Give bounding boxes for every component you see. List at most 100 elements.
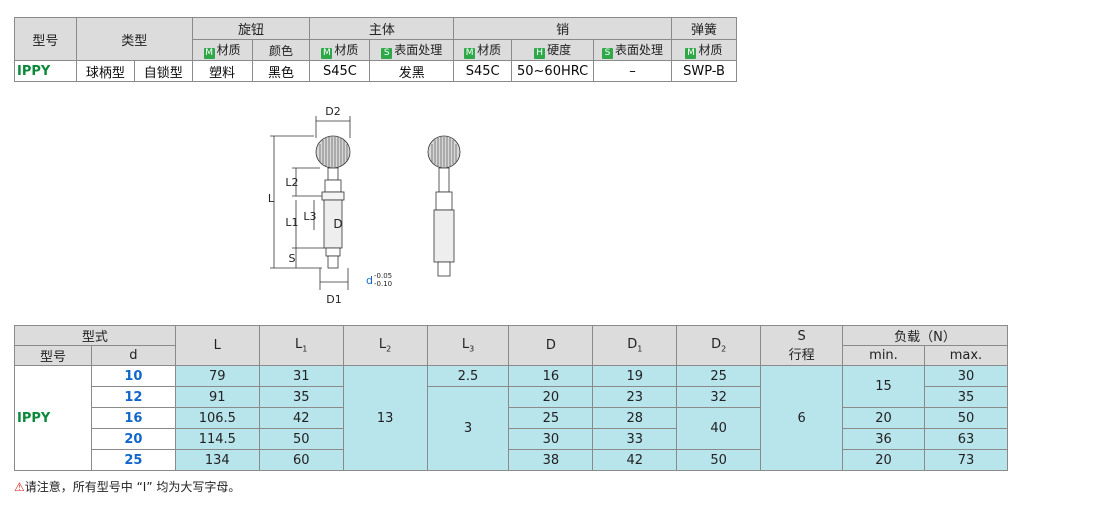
- type-cell: 自锁型: [133, 60, 193, 82]
- max-cell: 35: [923, 386, 1009, 408]
- D-cell: 20: [508, 386, 594, 408]
- D1-cell: 23: [592, 386, 678, 408]
- max-cell: 30: [923, 365, 1009, 387]
- D-cell: 16: [508, 365, 594, 387]
- material-tag-icon: M: [321, 48, 333, 59]
- tolerance-upper: -0.05: [374, 272, 392, 280]
- header-max: max.: [923, 345, 1009, 366]
- D-cell: 30: [508, 428, 594, 450]
- table-row: IPPY 球柄型 自锁型 塑料 黑色 S45C 发黑 S45C 50~60HRC…: [14, 60, 737, 82]
- pin-material-cell: S45C: [453, 60, 513, 82]
- D2-cell: 50: [676, 449, 762, 471]
- tolerance-lower: -0.10: [374, 280, 392, 288]
- pin-hardness-cell: 50~60HRC: [511, 60, 595, 82]
- knob-material-cell: 塑料: [191, 60, 253, 82]
- L-cell: 134: [174, 449, 260, 471]
- d-cell: 10: [90, 365, 176, 387]
- warning-icon: ⚠: [14, 480, 25, 494]
- header-D2: D2: [676, 325, 762, 366]
- header-L1: L1: [258, 325, 344, 366]
- header-body: 主体: [309, 17, 455, 40]
- max-cell: 50: [923, 407, 1009, 429]
- header-min: min.: [842, 345, 925, 366]
- surface-tag-icon: S: [381, 48, 393, 59]
- knob-ball: [315, 135, 351, 169]
- header-L3: L3: [426, 325, 510, 366]
- technical-drawing: D2 L L2 L1 L3 D S d -0.05 -0.10 D1: [268, 105, 461, 306]
- model-code: IPPY: [14, 60, 77, 82]
- D1-cell: 33: [592, 428, 678, 450]
- header-L2: L2: [342, 325, 428, 366]
- header-pin: 销: [453, 17, 672, 40]
- D1-cell: 28: [592, 407, 678, 429]
- L1-cell: 50: [258, 428, 344, 450]
- d-cell: 16: [90, 407, 176, 429]
- table-row: 12 91 35 3 20 23 32 35: [15, 386, 1009, 471]
- L-cell: 91: [174, 386, 260, 408]
- S-cell: 6: [760, 365, 844, 471]
- label-S: S: [289, 252, 296, 265]
- header-d: d: [90, 345, 176, 366]
- label-d: d: [366, 274, 373, 287]
- L1-cell: 35: [258, 386, 344, 408]
- L-cell: 106.5: [174, 407, 260, 429]
- hardness-tag-icon: H: [534, 48, 546, 59]
- header-type: 类型: [75, 17, 193, 61]
- min-cell: 20: [842, 449, 925, 471]
- table-row: 20 114.5 50 30 33 36 63: [15, 428, 1009, 450]
- table-row: IPPY 10 79 31 13 2.5 16 19 25 6 15 30: [14, 365, 1009, 471]
- min-cell: 15: [842, 365, 925, 408]
- label-D1: D1: [326, 293, 341, 306]
- header-L: L: [174, 325, 260, 366]
- L3-cell: 3: [426, 386, 510, 471]
- model-code: IPPY: [14, 365, 92, 471]
- max-cell: 73: [923, 449, 1009, 471]
- label-D2: D2: [325, 105, 340, 118]
- min-cell: 36: [842, 428, 925, 450]
- D1-cell: 42: [592, 449, 678, 471]
- label-L1: L1: [285, 216, 298, 229]
- d-cell: 20: [90, 428, 176, 450]
- label-L3: L3: [303, 210, 316, 223]
- footnote: ⚠请注意，所有型号中 “I” 均为大写字母。: [14, 478, 240, 495]
- D-cell: 25: [508, 407, 594, 429]
- L1-cell: 31: [258, 365, 344, 387]
- L2-cell: 13: [342, 365, 428, 471]
- header-model: 型号: [14, 17, 77, 61]
- knob-ball: [427, 135, 461, 169]
- L1-cell: 42: [258, 407, 344, 429]
- knob-color-cell: 黑色: [251, 60, 311, 82]
- header-spring: 弹簧: [671, 17, 737, 40]
- subheader-knob-color: 颜色: [251, 39, 311, 61]
- header-knob: 旋钮: [191, 17, 311, 40]
- L1-cell: 60: [258, 449, 344, 471]
- L-cell: 114.5: [174, 428, 260, 450]
- label-D: D: [333, 217, 342, 231]
- spring-material-cell: SWP-B: [671, 60, 737, 82]
- header-D: D: [508, 325, 594, 366]
- label-L: L: [268, 192, 275, 205]
- L3-cell: 2.5: [426, 365, 510, 387]
- d-cell: 25: [90, 449, 176, 471]
- D2-cell: 32: [676, 386, 762, 408]
- header-D1: D1: [592, 325, 678, 366]
- pin-surface-cell: –: [593, 60, 672, 82]
- header-model: 型号: [14, 345, 92, 366]
- D-cell: 38: [508, 449, 594, 471]
- material-tag-icon: M: [203, 48, 215, 59]
- d-cell: 12: [90, 386, 176, 408]
- D2-cell: 25: [676, 365, 762, 387]
- D1-cell: 19: [592, 365, 678, 387]
- min-cell: 20: [842, 407, 925, 429]
- max-cell: 63: [923, 428, 1009, 450]
- table-row: 16 106.5 42 25 28 40 20 50: [15, 407, 1009, 450]
- surface-tag-icon: S: [602, 48, 614, 59]
